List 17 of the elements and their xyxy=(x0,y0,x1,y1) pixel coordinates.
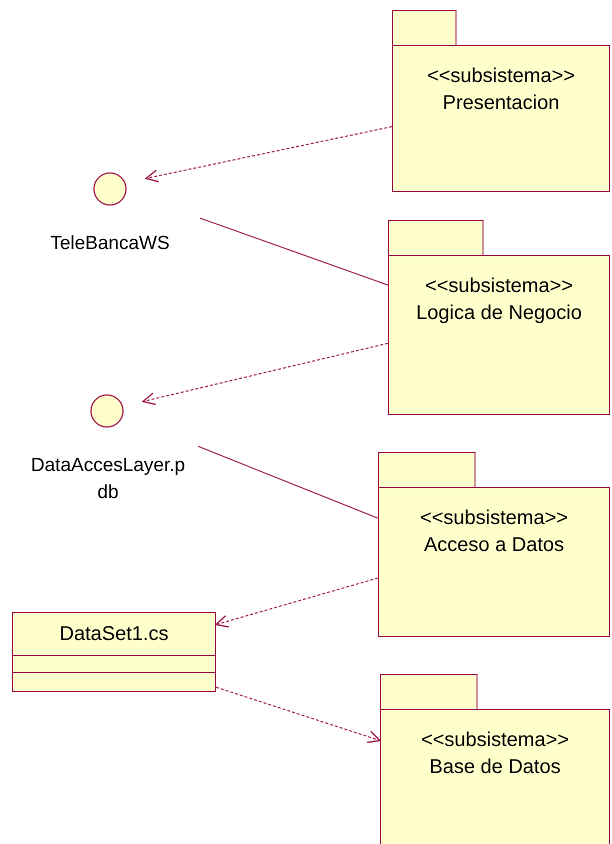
realization-line xyxy=(198,446,378,519)
stereotype-label: <<subsistema>> xyxy=(421,728,569,753)
class-name: DataSet1.cs xyxy=(13,613,215,656)
dependency-arrow xyxy=(142,342,388,406)
package-name: Base de Datos xyxy=(429,755,561,780)
dependency-arrow xyxy=(216,686,381,744)
package-name: Presentacion xyxy=(442,91,560,116)
package-name: Acceso a Datos xyxy=(424,533,564,558)
dependency-arrow xyxy=(215,577,378,628)
package-name: Logica de Negocio xyxy=(416,301,582,326)
stereotype-label: <<subsistema>> xyxy=(420,506,568,531)
stereotype-label: <<subsistema>> xyxy=(425,274,573,299)
realization-line xyxy=(200,218,388,286)
interface-name: TeleBancaWS xyxy=(49,232,171,256)
dependency-arrow xyxy=(145,126,392,182)
interface-name: DataAccesLayer.pdb xyxy=(30,454,186,505)
stereotype-label: <<subsistema>> xyxy=(427,64,575,89)
